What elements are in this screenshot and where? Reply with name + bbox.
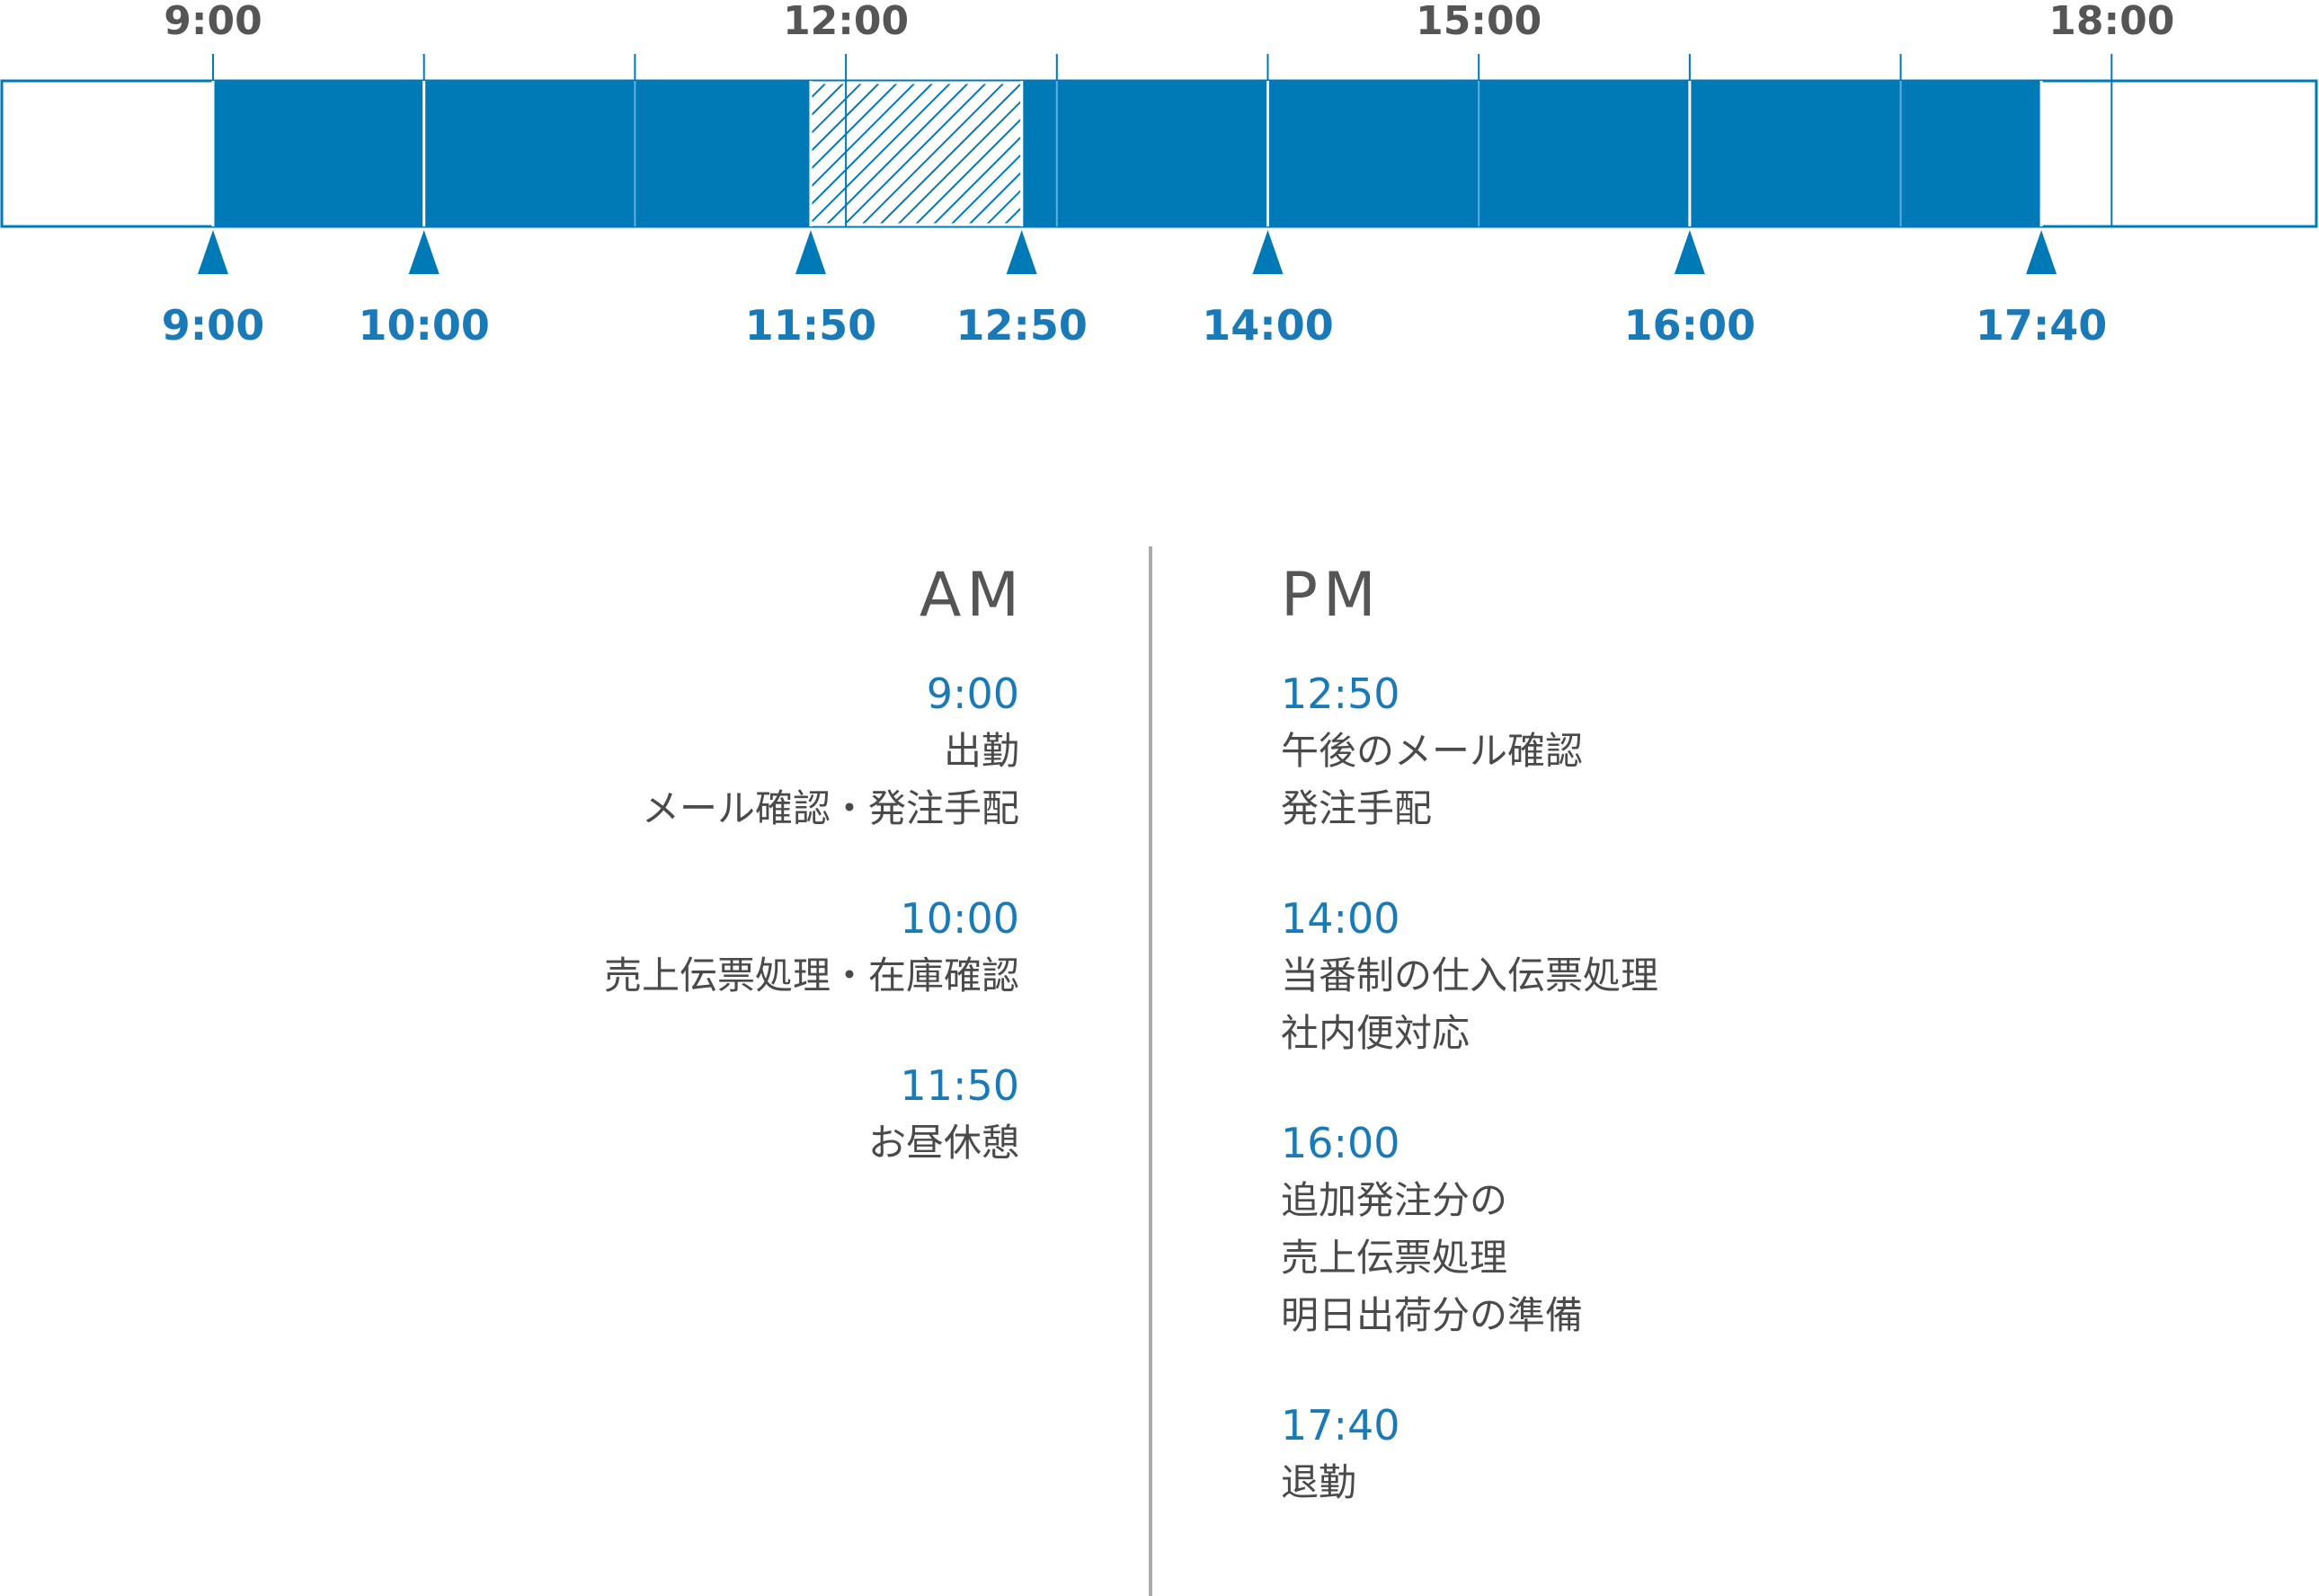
pm-entry-text: 社内便対応 [1281, 1011, 1470, 1055]
axis-tick-label: 12:00 [783, 0, 909, 44]
marker-time-label: 17:40 [1976, 301, 2107, 350]
pm-entry-time: 14:00 [1281, 894, 1400, 943]
am-entry-text: 売上伝票処理・在庫確認 [603, 953, 1019, 998]
pm-entry-text: 当番制の仕入伝票処理 [1281, 953, 1659, 998]
pm-entry-text: 午後のメール確認 [1281, 729, 1584, 773]
am-entry-time: 11:50 [900, 1061, 1019, 1110]
pm-entry: 14:00 当番制の仕入伝票処理社内便対応 [1281, 890, 2090, 1062]
marker-time-label: 12:50 [955, 301, 1087, 350]
axis-tick-label: 9:00 [164, 0, 262, 44]
timeline: 9:00 12:00 15:00 18:00 9:00 10:00 11:50 12:50 1… [0, 0, 2318, 350]
pm-entry: 12:50 午後のメール確認発注手配 [1281, 665, 2090, 838]
pm-schedule: PM 12:50 午後のメール確認発注手配 14:00 当番制の仕入伝票処理社内便対応… [1281, 557, 2090, 1564]
pm-entries: 12:50 午後のメール確認発注手配 14:00 当番制の仕入伝票処理社内便対応 16:… [1281, 665, 2090, 1512]
am-entries: 9:00 出勤メール確認・発注手配 10:00 売上伝票処理・在庫確認 11:50 お昼休… [210, 665, 1019, 1172]
marker-triangle-icon [2026, 230, 2057, 274]
marker-triangle-icon [1252, 230, 1284, 274]
pm-entry-text: 明日出荷分の準備 [1281, 1293, 1584, 1337]
am-entry: 11:50 お昼休憩 [210, 1057, 1019, 1172]
axis-tick-label: 18:00 [2048, 0, 2174, 44]
marker-time-label: 16:00 [1624, 301, 1755, 350]
pm-heading: PM [1281, 560, 1382, 631]
marker-triangle-icon [795, 230, 826, 274]
axis-tick-label: 15:00 [1416, 0, 1542, 44]
marker-time-label: 11:50 [745, 301, 876, 350]
pm-entry-text: 追加発注分の [1281, 1178, 1508, 1222]
marker-triangle-icon [408, 230, 440, 274]
marker-time-label: 9:00 [162, 301, 264, 350]
pm-entry-time: 16:00 [1281, 1119, 1400, 1167]
am-entry-time: 10:00 [900, 894, 1019, 943]
marker-triangle-icon [1006, 230, 1037, 274]
am-entry: 10:00 売上伝票処理・在庫確認 [210, 890, 1019, 1005]
center-divider [1149, 546, 1152, 1596]
pm-entry: 16:00 追加発注分の売上伝票処理明日出荷分の準備 [1281, 1114, 2090, 1344]
pm-entry-text: 発注手配 [1281, 786, 1433, 830]
marker-time-label: 10:00 [358, 301, 489, 350]
pm-entry-text: 売上伝票処理 [1281, 1236, 1508, 1280]
am-entry-text: お昼休憩 [867, 1121, 1019, 1165]
marker-triangle-icon [1674, 230, 1705, 274]
marker-time-label: 14:00 [1202, 301, 1333, 350]
am-entry-text: 出勤 [943, 729, 1019, 773]
pm-entry-time: 12:50 [1281, 669, 1400, 718]
am-entry: 9:00 出勤メール確認・発注手配 [210, 665, 1019, 838]
break-period-hatch [809, 81, 1024, 226]
pm-entry: 17:40 退勤 [1281, 1396, 2090, 1512]
am-heading: AM [919, 560, 1025, 631]
marker-triangle-icon [198, 230, 228, 274]
am-entry-time: 9:00 [926, 669, 1019, 718]
am-entry-text: メール確認・発注手配 [641, 786, 1019, 830]
work-period-fill [213, 81, 2042, 226]
pm-entry-text: 退勤 [1281, 1460, 1357, 1504]
pm-entry-time: 17:40 [1281, 1401, 1400, 1450]
